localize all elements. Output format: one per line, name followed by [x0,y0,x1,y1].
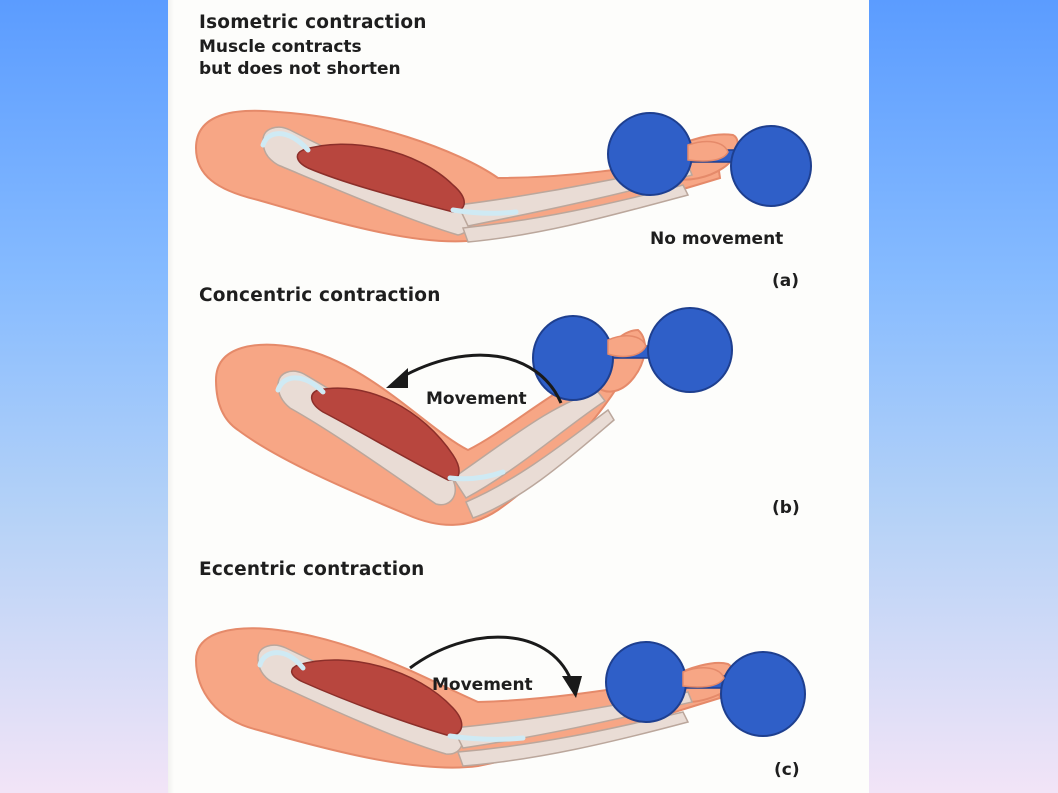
panel-a-ulna [461,184,690,243]
panel-b-tag: (b) [772,498,800,518]
panel-b-arm-illustration [214,307,733,526]
panel-b-note: Movement [426,389,527,409]
panel-c-note: Movement [432,675,533,695]
panel-b-tendon-bottom [447,469,506,482]
panel-a-subtitle-line2: but does not shorten [199,59,401,79]
panel-c-tag: (c) [774,760,800,780]
panel-a-tendon-bottom [450,207,519,216]
panel-b-radius [451,391,607,499]
panel-c-tendon-bottom [447,733,526,742]
figure-panel: Isometric contraction Muscle contracts b… [168,0,869,793]
panel-b-arrowhead [386,368,408,388]
panel-c-arrowhead [562,676,582,698]
panel-b-dumbbell-weight-left [532,315,614,401]
panel-a-dumbbell-weight-left [607,112,693,196]
panel-c-dumbbell-weight-right [720,651,806,737]
panel-a-note: No movement [650,229,784,249]
panel-c-movement-arrow [409,635,573,681]
panel-a-fingers [687,140,729,162]
panel-b-ulna [465,408,615,519]
panel-c-fingers [682,666,725,688]
panel-b-tendon-top [275,375,326,395]
panel-b-fingers [607,334,647,358]
panel-c-tendon-top [257,650,306,671]
panel-c-title: Eccentric contraction [199,559,425,580]
panel-c-arm-illustration [194,627,806,769]
panel-b-dumbbell-weight-right [647,307,733,393]
panel-b-movement-arrow [399,353,563,404]
panel-a-title: Isometric contraction [199,12,427,33]
panel-a-tendon-top [260,131,311,153]
panel-a-subtitle-line1: Muscle contracts [199,37,362,57]
panel-b-title: Concentric contraction [199,285,441,306]
panel-c-ulna [456,711,690,767]
panel-c-dumbbell-weight-left [605,641,687,723]
panel-a-arm-illustration [194,109,812,243]
panel-a-tag: (a) [772,271,800,291]
panel-b-biceps [311,387,460,481]
panel-a-dumbbell-weight-right [730,125,812,207]
